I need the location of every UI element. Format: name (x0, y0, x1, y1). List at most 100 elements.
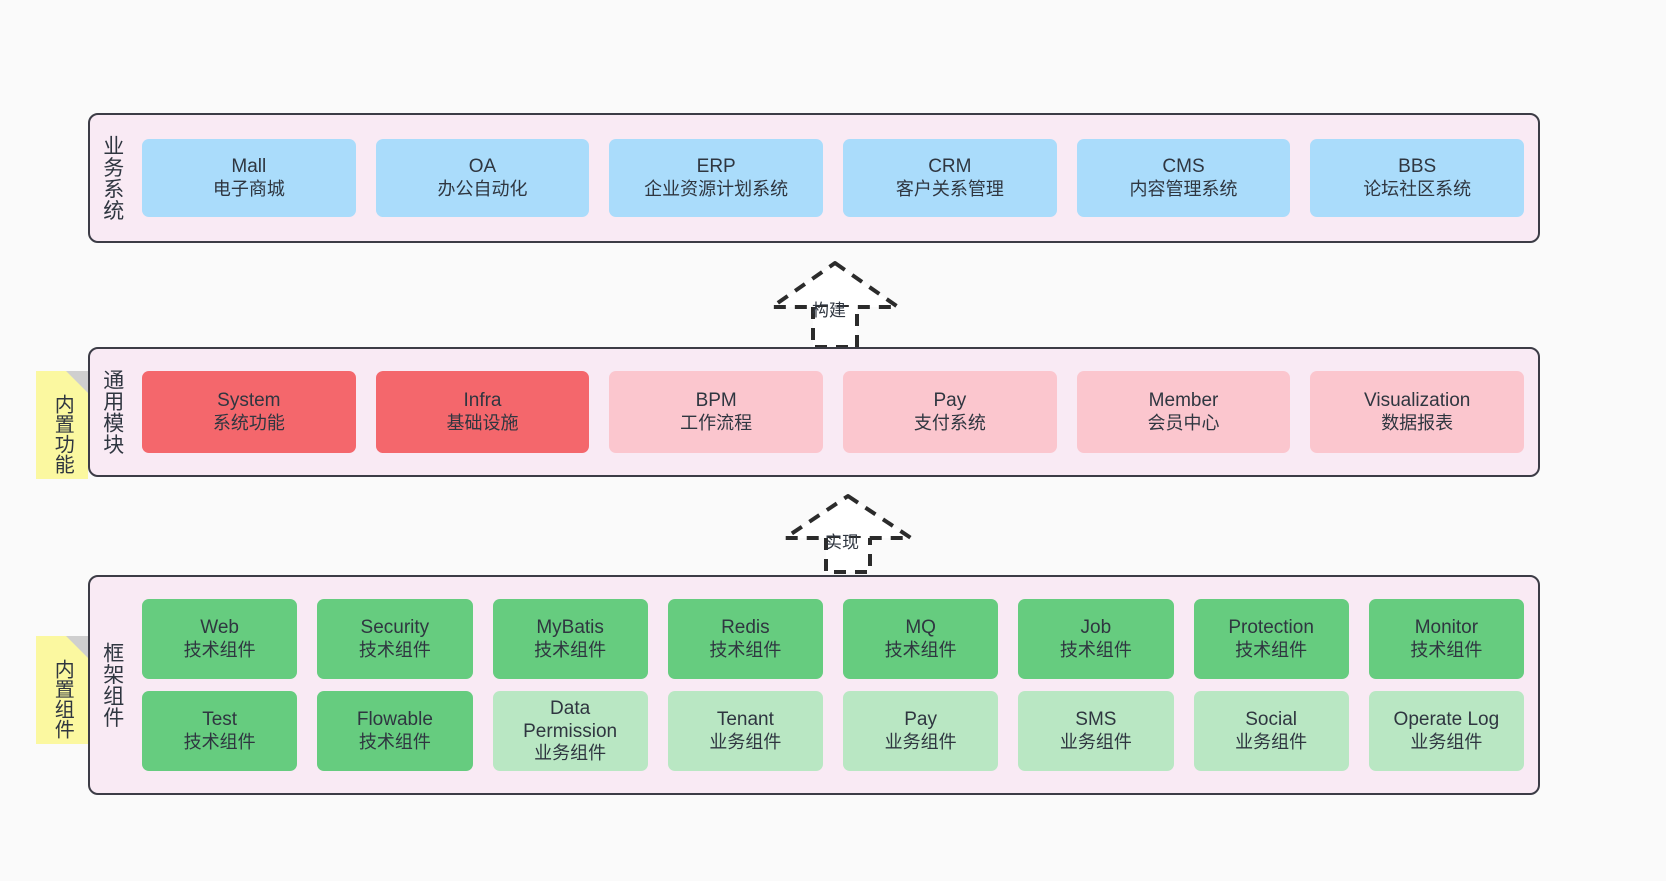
node-subtitle: 业务组件 (884, 731, 957, 752)
node-member[interactable]: Member 会员中心 (1076, 371, 1291, 453)
node-mq[interactable]: MQ 技术组件 (843, 599, 999, 679)
node-title: CRM (928, 156, 972, 178)
node-title: Infra (463, 390, 502, 412)
node-job[interactable]: Job 技术组件 (1018, 599, 1174, 679)
node-subtitle: 技术组件 (534, 639, 607, 660)
node-subtitle: 业务组件 (1059, 731, 1132, 752)
node-flowable[interactable]: Flowable 技术组件 (317, 691, 473, 771)
node-monitor[interactable]: Monitor 技术组件 (1368, 599, 1524, 679)
note-label: 内置功能 (51, 394, 74, 474)
node-pay-business[interactable]: Pay 业务组件 (843, 691, 999, 771)
node-sms[interactable]: SMS 业务组件 (1018, 691, 1174, 771)
node-title: Protection (1228, 617, 1314, 639)
node-subtitle: 基础设施 (446, 412, 519, 433)
node-erp[interactable]: ERP 企业资源计划系统 (609, 139, 824, 217)
node-title: Operate Log (1393, 709, 1500, 731)
note-builtin-features: 内置功能 (36, 371, 88, 479)
node-subtitle: 工作流程 (680, 412, 753, 433)
node-row: System 系统功能 Infra 基础设施 BPM 工作流程 Pay 支付系统… (142, 371, 1525, 453)
node-web[interactable]: Web 技术组件 (142, 599, 298, 679)
note-builtin-components: 内置组件 (36, 636, 88, 744)
node-mybatis[interactable]: MyBatis 技术组件 (492, 599, 648, 679)
note-label: 内置组件 (51, 659, 74, 739)
node-subtitle: 业务组件 (709, 731, 782, 752)
node-title: Visualization (1364, 390, 1471, 412)
node-subtitle: 办公自动化 (437, 178, 528, 199)
node-subtitle: 数据报表 (1381, 412, 1454, 433)
node-security[interactable]: Security 技术组件 (317, 599, 473, 679)
node-social[interactable]: Social 业务组件 (1193, 691, 1349, 771)
layer-title-common-module: 通用模块 (100, 369, 124, 455)
node-subtitle: 技术组件 (884, 639, 957, 660)
node-title: Member (1148, 390, 1219, 412)
node-title: MQ (905, 617, 936, 639)
node-title: Data Permission (523, 697, 618, 743)
node-title: ERP (696, 156, 736, 178)
connector-build-arrow (770, 261, 900, 349)
node-title: Pay (933, 390, 967, 412)
layer-rows-common-module: System 系统功能 Infra 基础设施 BPM 工作流程 Pay 支付系统… (134, 349, 1538, 475)
layer-rows-business-system: Mall 电子商城 OA 办公自动化 ERP 企业资源计划系统 CRM 客户关系… (134, 115, 1538, 241)
node-row: Test 技术组件 Flowable 技术组件 Data Permission … (142, 691, 1524, 771)
layer-title-framework-component: 框架组件 (100, 642, 124, 728)
node-operate-log[interactable]: Operate Log 业务组件 (1368, 691, 1524, 771)
node-title: Tenant (716, 709, 774, 731)
node-title: Job (1080, 617, 1112, 639)
node-title: Security (360, 617, 430, 639)
node-title: Redis (721, 617, 770, 639)
connector-build: 构建 (755, 255, 915, 350)
node-data-permission[interactable]: Data Permission 业务组件 (492, 691, 648, 771)
node-subtitle: 业务组件 (534, 743, 607, 764)
node-title: OA (468, 156, 497, 178)
connector-implement-label: 实现 (825, 533, 859, 552)
node-subtitle: 技术组件 (183, 731, 256, 752)
node-subtitle: 技术组件 (1410, 639, 1483, 660)
node-bpm[interactable]: BPM 工作流程 (609, 371, 824, 453)
node-system[interactable]: System 系统功能 (142, 371, 356, 453)
node-pay[interactable]: Pay 支付系统 (843, 371, 1057, 453)
node-subtitle: 论坛社区系统 (1363, 178, 1472, 199)
node-redis[interactable]: Redis 技术组件 (667, 599, 823, 679)
node-title: BBS (1398, 156, 1437, 178)
node-row: Mall 电子商城 OA 办公自动化 ERP 企业资源计划系统 CRM 客户关系… (142, 139, 1525, 217)
node-oa[interactable]: OA 办公自动化 (375, 139, 590, 217)
layer-common-module: 通用模块 System 系统功能 Infra 基础设施 BPM 工作流程 Pay… (88, 347, 1540, 477)
node-protection[interactable]: Protection 技术组件 (1193, 599, 1349, 679)
node-title: Web (200, 617, 239, 639)
node-subtitle: 内容管理系统 (1129, 178, 1238, 199)
node-subtitle: 电子商城 (212, 178, 285, 199)
node-title: BPM (695, 390, 737, 412)
node-cms[interactable]: CMS 内容管理系统 (1076, 139, 1291, 217)
node-crm[interactable]: CRM 客户关系管理 (843, 139, 1057, 217)
layer-framework-component: 框架组件 Web 技术组件 Security 技术组件 MyBatis 技术组件… (88, 575, 1540, 795)
node-subtitle: 技术组件 (358, 639, 431, 660)
node-title: System (217, 390, 281, 412)
node-subtitle: 业务组件 (1235, 731, 1308, 752)
connector-build-label: 构建 (812, 301, 846, 320)
node-title: MyBatis (536, 617, 604, 639)
node-title: Social (1245, 709, 1297, 731)
node-title: Monitor (1414, 617, 1479, 639)
node-infra[interactable]: Infra 基础设施 (375, 371, 590, 453)
node-title: CMS (1162, 156, 1205, 178)
node-title: SMS (1075, 709, 1117, 731)
node-visualization[interactable]: Visualization 数据报表 (1310, 371, 1525, 453)
node-bbs[interactable]: BBS 论坛社区系统 (1310, 139, 1525, 217)
node-subtitle: 技术组件 (1059, 639, 1132, 660)
node-test[interactable]: Test 技术组件 (142, 691, 298, 771)
node-subtitle: 客户关系管理 (895, 178, 1004, 199)
node-subtitle: 系统功能 (212, 412, 285, 433)
node-subtitle: 支付系统 (913, 412, 986, 433)
layer-rows-framework-component: Web 技术组件 Security 技术组件 MyBatis 技术组件 Redi… (134, 577, 1538, 793)
node-subtitle: 技术组件 (183, 639, 256, 660)
node-subtitle: 业务组件 (1410, 731, 1483, 752)
node-subtitle: 企业资源计划系统 (644, 178, 789, 199)
node-title: Test (202, 709, 238, 731)
node-subtitle: 技术组件 (358, 731, 431, 752)
node-title: Pay (904, 709, 937, 731)
node-subtitle: 技术组件 (1235, 639, 1308, 660)
node-mall[interactable]: Mall 电子商城 (142, 139, 356, 217)
node-title: Flowable (356, 709, 433, 731)
node-tenant[interactable]: Tenant 业务组件 (667, 691, 823, 771)
